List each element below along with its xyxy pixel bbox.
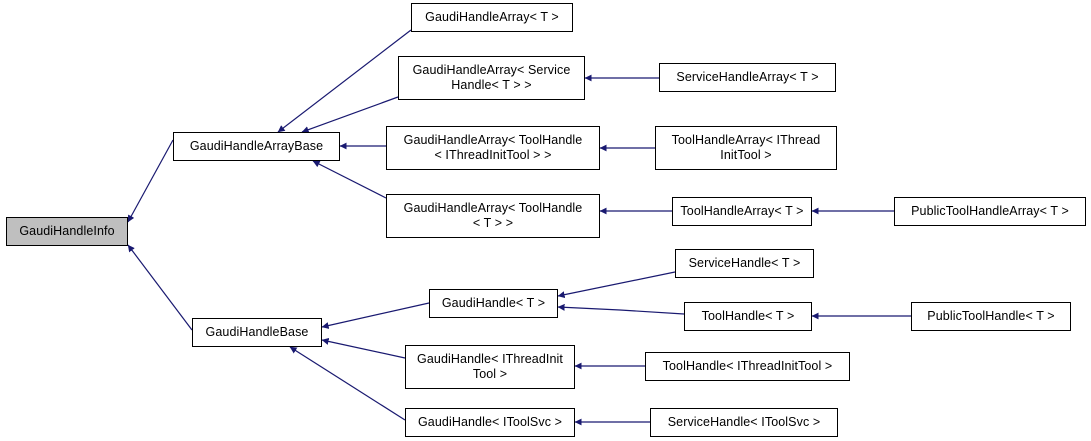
class-node-gaudihandle-itoolsvc[interactable]: GaudiHandle< IToolSvc > <box>405 408 575 437</box>
inheritance-edge-gha-servicehandle-t-to-gaudihandlearraybase <box>301 96 399 134</box>
class-node-gha-toolhandle-itit[interactable]: GaudiHandleArray< ToolHandle < IThreadIn… <box>386 126 600 170</box>
class-node-publictoolhandle-t[interactable]: PublicToolHandle< T > <box>911 302 1071 331</box>
inheritance-edge-gaudihandle-itoolsvc-to-gaudihandlebase <box>289 346 406 421</box>
class-node-gaudihandle-itit[interactable]: GaudiHandle< IThreadInit Tool > <box>405 345 575 389</box>
class-node-gaudihandlebase[interactable]: GaudiHandleBase <box>192 318 322 347</box>
class-node-servicehandlearray-t[interactable]: ServiceHandleArray< T > <box>659 63 836 92</box>
class-node-toolhandle-itit[interactable]: ToolHandle< IThreadInitTool > <box>645 352 850 381</box>
class-node-servicehandle-t[interactable]: ServiceHandle< T > <box>675 249 814 278</box>
class-node-gaudihandle-t[interactable]: GaudiHandle< T > <box>429 289 558 318</box>
inheritance-edge-gaudihandle-itit-to-gaudihandlebase <box>321 337 406 359</box>
inheritance-edge-toolhandle-t-to-gaudihandle-t <box>557 303 685 315</box>
class-node-toolhandle-t[interactable]: ToolHandle< T > <box>684 302 812 331</box>
inheritance-edge-gha-toolhandle-t-to-gaudihandlearraybase <box>312 160 387 199</box>
class-node-servicehandle-itoolsvc[interactable]: ServiceHandle< IToolSvc > <box>650 408 838 437</box>
class-node-publictoolhandlearray-t[interactable]: PublicToolHandleArray< T > <box>894 197 1086 226</box>
class-node-gha-t[interactable]: GaudiHandleArray< T > <box>411 3 573 32</box>
class-node-toolhandlearray-itit[interactable]: ToolHandleArray< IThread InitTool > <box>655 126 837 170</box>
class-node-gha-servicehandle-t[interactable]: GaudiHandleArray< Service Handle< T > > <box>398 56 585 100</box>
inheritance-edge-servicehandle-t-to-gaudihandle-t <box>557 271 676 299</box>
class-node-toolhandlearray-t[interactable]: ToolHandleArray< T > <box>672 197 812 226</box>
class-node-gaudihandleinfo[interactable]: GaudiHandleInfo <box>6 217 128 246</box>
inheritance-edge-gaudihandle-t-to-gaudihandlebase <box>321 302 430 329</box>
class-node-gaudihandlearraybase[interactable]: GaudiHandleArrayBase <box>173 132 340 161</box>
inheritance-edge-gaudihandlebase-to-gaudihandleinfo <box>127 244 193 331</box>
inheritance-edge-gaudihandlearraybase-to-gaudihandleinfo <box>127 139 174 223</box>
class-node-gha-toolhandle-t[interactable]: GaudiHandleArray< ToolHandle < T > > <box>386 194 600 238</box>
inheritance-edge-gha-t-to-gaudihandlearraybase <box>277 29 412 133</box>
